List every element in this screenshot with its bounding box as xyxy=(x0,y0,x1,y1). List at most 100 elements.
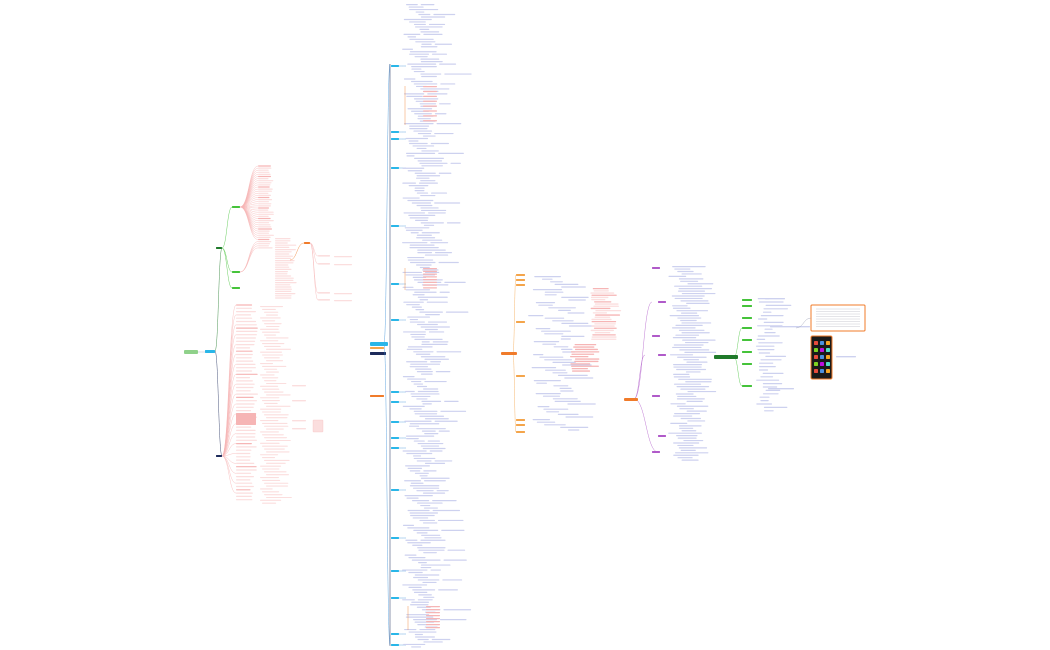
center-leaf-232 xyxy=(417,579,440,581)
center-leaf-48 xyxy=(404,123,434,125)
mid-leaf-7 xyxy=(544,294,557,296)
lower-leaf-14 xyxy=(264,345,281,347)
center-leaf-126 xyxy=(407,316,430,318)
lower-side-block xyxy=(312,419,324,433)
root-node-label[interactable] xyxy=(184,350,198,354)
center-leaf-1 xyxy=(408,6,424,8)
lower-leaf-44 xyxy=(260,431,279,433)
center-leaf-221 xyxy=(423,552,437,554)
right-leaf-34 xyxy=(679,349,710,351)
center-node-label[interactable] xyxy=(370,342,388,346)
center-leaf-ext-16 xyxy=(434,43,452,45)
link-orange-child-1 xyxy=(309,242,319,265)
right-leaf-2 xyxy=(677,270,694,273)
upper-subleaf-17 xyxy=(275,275,292,277)
orange-child-1 xyxy=(318,263,330,265)
link-lower-hub-33 xyxy=(221,413,237,457)
center-leaf-34 xyxy=(420,88,450,90)
center-leaf-148 xyxy=(416,371,433,373)
center-leaf-227 xyxy=(420,566,432,569)
orange-grandchild-2 xyxy=(334,293,352,295)
link-orange-child-3 xyxy=(309,242,319,301)
center-leaf-ext-180 xyxy=(429,450,443,452)
center-leaf-ext-72 xyxy=(418,182,438,184)
link-center-bottom xyxy=(383,343,391,646)
mid-right-leaf-4 xyxy=(590,296,609,299)
right-green-node-label[interactable] xyxy=(714,355,738,359)
lower-hub-leaf-40 xyxy=(236,436,256,438)
right-orange-node-label[interactable] xyxy=(624,398,638,401)
link-green-top xyxy=(733,327,743,358)
center-leaf-154 xyxy=(416,385,428,388)
center-leaf-138 xyxy=(407,346,433,348)
center-leaf-202 xyxy=(420,504,431,507)
phone-app-icon-2-1 xyxy=(820,355,824,359)
center-leaf-147 xyxy=(415,368,432,370)
green-leaf-27 xyxy=(765,389,781,391)
right-leaf-60 xyxy=(674,413,701,415)
lower-hub-leaf-4 xyxy=(236,317,253,319)
upper-subleaf-14 xyxy=(275,268,292,270)
center-leaf-234 xyxy=(402,584,428,586)
lower-leaf-35 xyxy=(266,405,291,407)
mid-orange-node-label[interactable] xyxy=(501,352,517,355)
lower-leaf-23 xyxy=(266,371,279,373)
center-leaf-168 xyxy=(404,420,432,422)
lower-leaf-58 xyxy=(264,471,287,473)
right-hub-1 xyxy=(658,301,666,303)
center-leaf-31 xyxy=(411,80,433,83)
center-leaf-179 xyxy=(422,447,446,450)
mid-leaf-37 xyxy=(552,372,568,374)
upper-leaf-18 xyxy=(258,203,272,205)
upper-leaf-6 xyxy=(258,178,269,180)
right-leaf-39 xyxy=(686,361,708,363)
lower-hub-leaf-17 xyxy=(236,360,254,362)
center-hub-8 xyxy=(391,401,399,403)
center-leaf-101 xyxy=(424,254,449,256)
right-leaf-48 xyxy=(673,383,702,385)
center-leaf-196 xyxy=(416,490,434,492)
mid-leaf-17 xyxy=(552,320,574,322)
mid-leaf-14 xyxy=(567,312,585,314)
right-leaf-74 xyxy=(678,447,708,449)
green-leaf-12 xyxy=(756,338,766,340)
lower-hub-leaf-57 xyxy=(236,492,253,494)
mid-leaf-30 xyxy=(533,354,544,356)
center-leaf-ext-200 xyxy=(432,500,457,502)
lower-hub-leaf-44 xyxy=(236,449,252,451)
lower-hub-leaf-6 xyxy=(236,324,257,326)
center-leaf-124 xyxy=(419,311,443,313)
center-hub-16 xyxy=(391,633,399,635)
upper-leaf-3 xyxy=(258,171,270,173)
center-leaf-238 xyxy=(418,594,432,596)
lower-hub-leaf-13 xyxy=(236,347,251,349)
center-leaf-ext-212 xyxy=(441,529,465,531)
center-leaf-3 xyxy=(415,11,425,13)
lower-hub-leaf-32 xyxy=(236,410,252,412)
center-leaf-37 xyxy=(406,95,423,97)
center-leaf-256 xyxy=(417,638,429,641)
center-leaf-9 xyxy=(415,26,443,28)
right-leaf-58 xyxy=(679,408,694,410)
right-leaf-14 xyxy=(680,300,709,302)
right-leaf-22 xyxy=(680,319,697,322)
lower-hub-leaf-25 xyxy=(236,386,254,389)
lower-leaf-49 xyxy=(262,445,288,447)
right-leaf-53 xyxy=(677,395,697,398)
right-hub-5 xyxy=(658,435,666,437)
green-leaf-9 xyxy=(764,328,773,330)
green-leaf-21 xyxy=(758,369,769,371)
phone-app-icon-1-0 xyxy=(814,348,818,352)
mid-right-leaf-13 xyxy=(594,316,611,318)
center-leaf-ext-108 xyxy=(424,271,440,274)
center-leaf-ext-12 xyxy=(423,33,443,35)
right-leaf-41 xyxy=(673,366,702,368)
upper-leaf-39 xyxy=(258,247,273,249)
center-leaf-92 xyxy=(410,232,419,234)
right-leaf-73 xyxy=(677,444,694,447)
lower-hub-leaf-47 xyxy=(236,459,251,461)
upper-subleaf-18 xyxy=(275,277,294,279)
right-leaf-24 xyxy=(675,324,703,326)
center-orange-node xyxy=(370,347,384,349)
center-leaf-231 xyxy=(413,576,429,579)
